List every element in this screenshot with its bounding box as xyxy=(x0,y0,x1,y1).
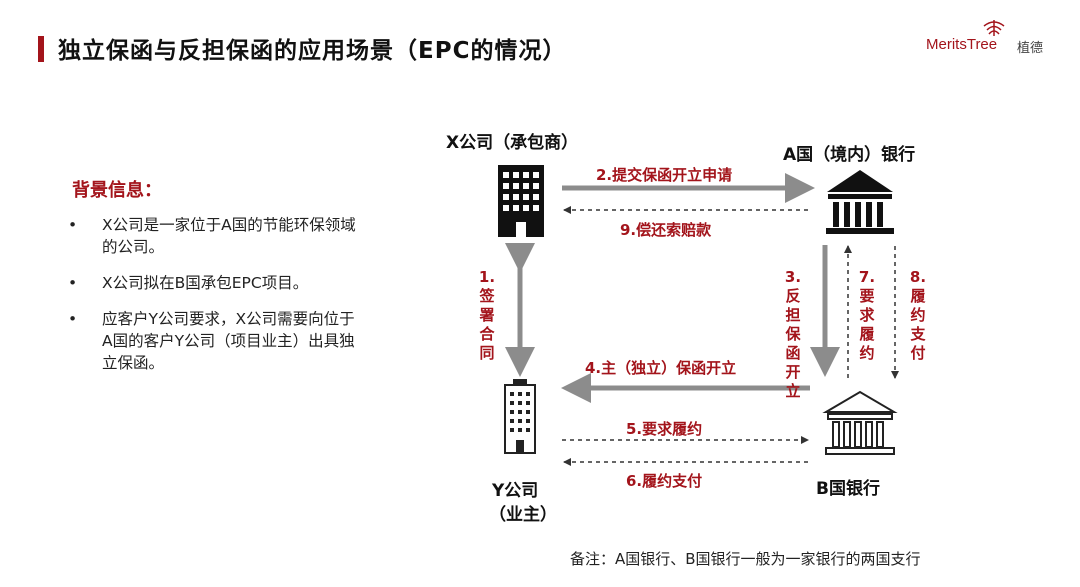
step-6-label: 6.履约支付 xyxy=(626,472,703,490)
bullet-text: X公司是一家位于A国的节能环保领域的公司。 xyxy=(102,216,356,256)
list-item: • X公司是一家位于A国的节能环保领域的公司。 xyxy=(68,214,358,258)
list-item: • 应客户Y公司要求，X公司需要向位于A国的客户Y公司（项目业主）出具独立保函。 xyxy=(68,308,358,374)
x-company-label: X公司（承包商） xyxy=(446,133,579,153)
brand-name: MeritsTree xyxy=(926,36,998,53)
bank-icon xyxy=(826,170,894,234)
step-2-label: 2.提交保函开立申请 xyxy=(596,166,733,184)
building-icon xyxy=(504,379,536,454)
step-7-label: 7.要求履约 xyxy=(858,268,876,362)
y-company-label: Y公司 xyxy=(492,481,539,501)
y-company-sub-label: （业主） xyxy=(489,505,557,525)
bullet-text: X公司拟在B国承包EPC项目。 xyxy=(102,274,309,292)
bullet-dot: • xyxy=(68,274,78,292)
page-title: 独立保函与反担保函的应用场景（EPC的情况） xyxy=(58,38,567,64)
list-item: • X公司拟在B国承包EPC项目。 xyxy=(68,272,358,294)
b-bank-label: B国银行 xyxy=(816,479,880,499)
step-3-label: 3.反担保函开立 xyxy=(784,268,802,400)
building-icon xyxy=(498,165,544,237)
brand-cn: 植德 xyxy=(1017,41,1044,56)
tree-icon xyxy=(983,20,1005,36)
step-8-label: 8.履约支付 xyxy=(909,268,927,362)
brand-logo: MeritsTree 植德 xyxy=(926,20,1056,60)
step-5-label: 5.要求履约 xyxy=(626,420,703,438)
bullet-text: 应客户Y公司要求，X公司需要向位于A国的客户Y公司（项目业主）出具独立保函。 xyxy=(102,310,355,372)
step-9-label: 9.偿还索赔款 xyxy=(620,221,712,239)
step-1-label: 1.签署合同 xyxy=(478,268,496,362)
title-accent-bar xyxy=(38,36,44,62)
step-4-label: 4.主（独立）保函开立 xyxy=(585,359,737,377)
background-heading: 背景信息： xyxy=(72,180,162,201)
bullet-dot: • xyxy=(68,310,78,328)
a-bank-label: A国（境内）银行 xyxy=(783,145,916,165)
bank-icon xyxy=(822,390,898,455)
footnote: 备注：A国银行、B国银行一般为一家银行的两国支行 xyxy=(570,550,921,568)
background-list: • X公司是一家位于A国的节能环保领域的公司。 • X公司拟在B国承包EPC项目… xyxy=(68,214,358,388)
bullet-dot: • xyxy=(68,216,78,234)
